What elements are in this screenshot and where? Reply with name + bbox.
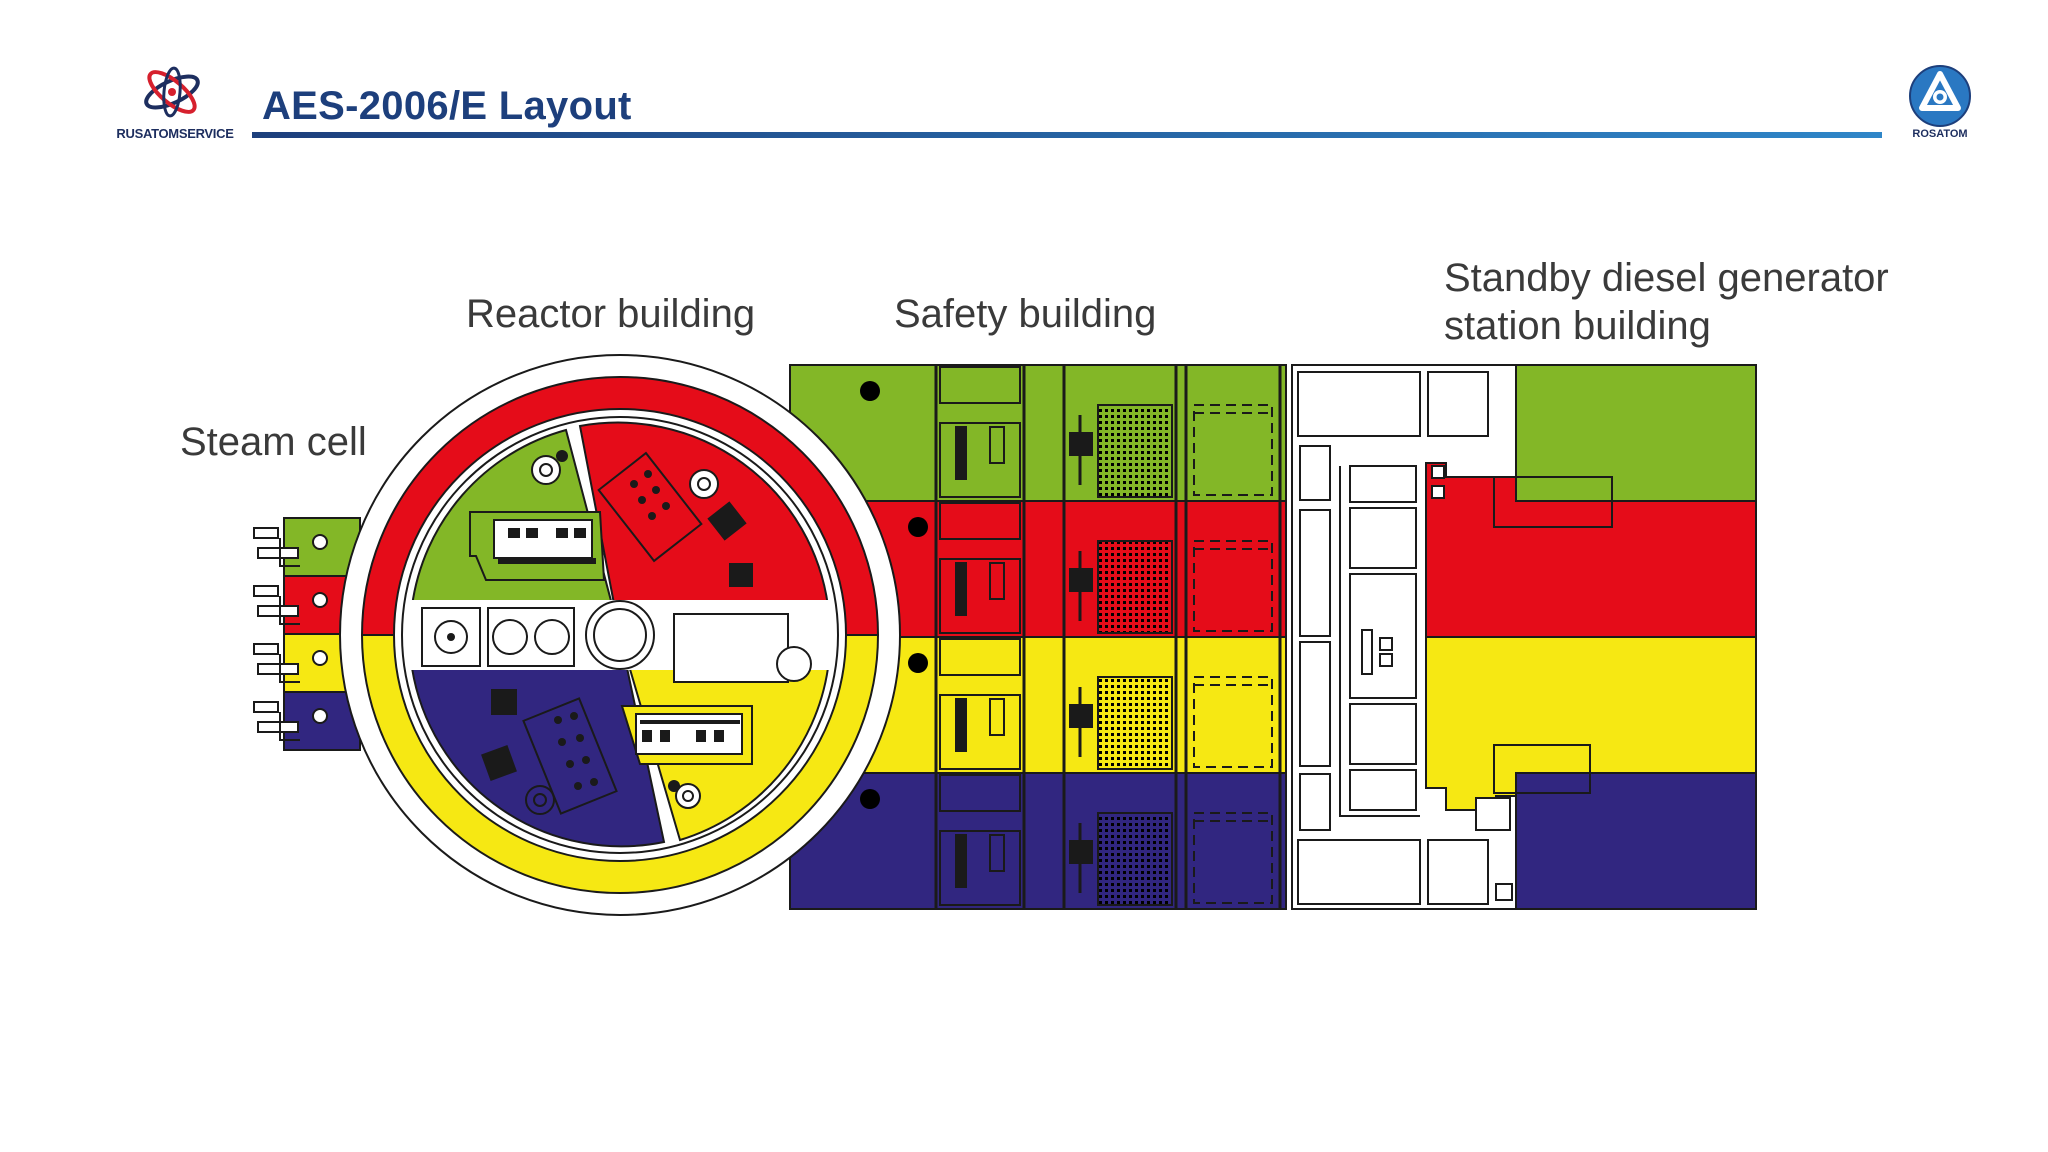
steam-cell-label: Steam cell: [180, 420, 367, 464]
page-title: AES-2006/E Layout: [262, 84, 632, 128]
safety-grid-area: [1097, 540, 1173, 634]
safety-room-dashed: [1193, 676, 1273, 768]
safety-equipment: [955, 698, 967, 752]
safety-room: [939, 830, 1021, 906]
safety-room: [939, 422, 1021, 498]
safety-room-dashed: [1193, 404, 1273, 496]
safety-equipment: [989, 834, 1005, 872]
reactor-ring-yellow: [360, 634, 880, 894]
rusatomservice-logo: RUSATOMSERVICE: [110, 60, 240, 145]
diesel-building-label-line2: station building: [1444, 304, 1711, 348]
atom-logo-icon: [144, 66, 200, 118]
rosatom-logo: ROSATOM: [1900, 64, 1980, 144]
safety-room-dashed: [1193, 540, 1273, 632]
safety-equipment: [989, 698, 1005, 736]
safety-building: [789, 364, 1287, 910]
rosatom-emblem-icon: [1909, 65, 1971, 127]
logo-right-text: ROSATOM: [1912, 128, 1968, 140]
safety-equipment: [989, 562, 1005, 600]
logo-left-text: RUSATOMSERVICE: [116, 126, 234, 141]
diesel-generator-building: [1291, 364, 1757, 910]
safety-room: [939, 774, 1021, 812]
safety-room: [939, 694, 1021, 770]
safety-equipment: [955, 834, 967, 888]
safety-equipment: [989, 426, 1005, 464]
reactor-building-label: Reactor building: [466, 292, 756, 336]
safety-room: [939, 638, 1021, 676]
safety-equipment: [955, 426, 967, 480]
safety-grid-area: [1097, 676, 1173, 770]
safety-grid-area: [1097, 404, 1173, 498]
safety-grid-area: [1097, 812, 1173, 906]
safety-room: [939, 558, 1021, 634]
safety-room-dashed: [1193, 812, 1273, 904]
reactor-building: [339, 354, 901, 916]
safety-building-label: Safety building: [894, 292, 1157, 336]
title-underline: [252, 132, 1882, 138]
safety-equipment: [955, 562, 967, 616]
safety-room: [939, 502, 1021, 540]
diesel-building-label-line1: Standby diesel generator: [1444, 256, 1889, 300]
safety-room: [939, 366, 1021, 404]
